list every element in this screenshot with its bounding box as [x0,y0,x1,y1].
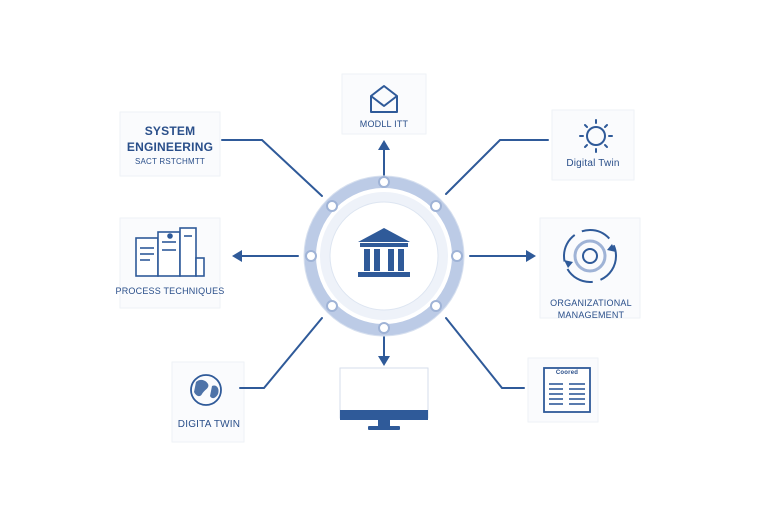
monitor-icon [339,367,429,430]
connector-bottom-left [239,317,323,389]
ring-node-sw [326,300,338,312]
ring-node-e [451,250,463,262]
system-engineering-subtitle: SACT RSTCHMTT [134,157,205,166]
ring-node-w [305,250,317,262]
ring-node-n [378,176,390,188]
globe-icon [190,374,222,406]
ring-node-s [378,322,390,334]
ring-node-nw [326,200,338,212]
bank-icon [358,228,410,277]
node-bg-model [341,73,427,135]
organizational-label-line2: MANAGEMENT [557,310,625,320]
document-header-label: Coored [555,370,579,376]
system-engineering-title-line1: SYSTEM [144,124,196,138]
node-bg-digital-twin-left [171,361,245,443]
ring-node-ne [430,200,442,212]
sun-icon [579,119,613,153]
connector-bottom-right [445,317,525,389]
process-techniques-label: PROCESS TECHNIQUES [115,286,225,296]
arrow-right [526,250,536,262]
envelope-icon [370,85,398,113]
hub-center-disc [329,201,439,311]
arrow-left [232,250,242,262]
cycle-icon [563,229,617,283]
ring-node-se [430,300,442,312]
model-label: MODLL ITT [359,119,409,129]
node-bg-system-engineering [119,111,221,177]
arrow-up [378,140,390,150]
digital-twin-left-label: DIGITA TWIN [177,419,241,430]
node-bg-organizational [539,217,641,319]
report-icon [543,367,591,413]
documents-icon [135,227,205,277]
digital-twin-right-label: Digital Twin [566,158,620,169]
connector-top-right [445,139,549,195]
system-engineering-title-line2: ENGINEERING [126,140,214,154]
connector-top-left [221,139,323,197]
arrow-down [378,356,390,366]
organizational-label-line1: ORGANIZATIONAL [550,298,632,308]
